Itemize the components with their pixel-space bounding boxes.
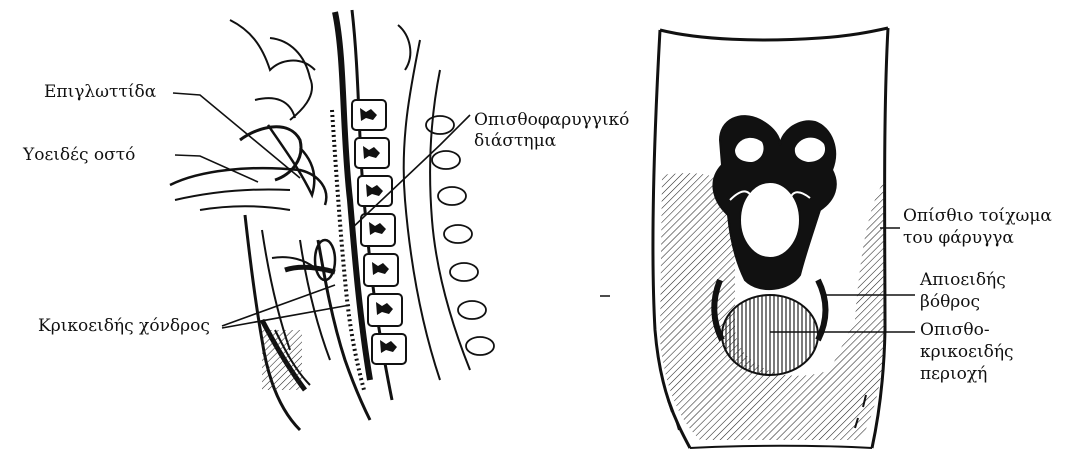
label-hyoid-bone: Υοειδές οστό <box>23 145 135 165</box>
label-posterior-wall-line2: του φάρυγγα <box>903 228 1014 248</box>
label-postcricoid-line3: περιοχή <box>920 364 987 384</box>
label-retropharyngeal-space-line2: διάστημα <box>474 131 556 151</box>
sagittal-section <box>170 10 494 430</box>
label-retropharyngeal-space-line1: Οπισθοφαρυγγικό <box>474 110 629 130</box>
posterior-view <box>600 28 888 448</box>
label-posterior-wall-line1: Οπίσθιο τοίχωμα <box>903 206 1052 226</box>
label-postcricoid-line2: κρικοειδής <box>920 342 1014 362</box>
label-cricoid-cartilage: Κρικοειδής χόνδρος <box>38 316 210 336</box>
label-piriform-fossa-line2: βόθρος <box>920 292 980 312</box>
left-leader-lines <box>173 93 470 328</box>
label-piriform-fossa-line1: Απιοειδής <box>920 270 1006 290</box>
label-epiglottis: Επιγλωττίδα <box>44 82 156 102</box>
label-postcricoid-line1: Οπισθο- <box>920 320 990 340</box>
